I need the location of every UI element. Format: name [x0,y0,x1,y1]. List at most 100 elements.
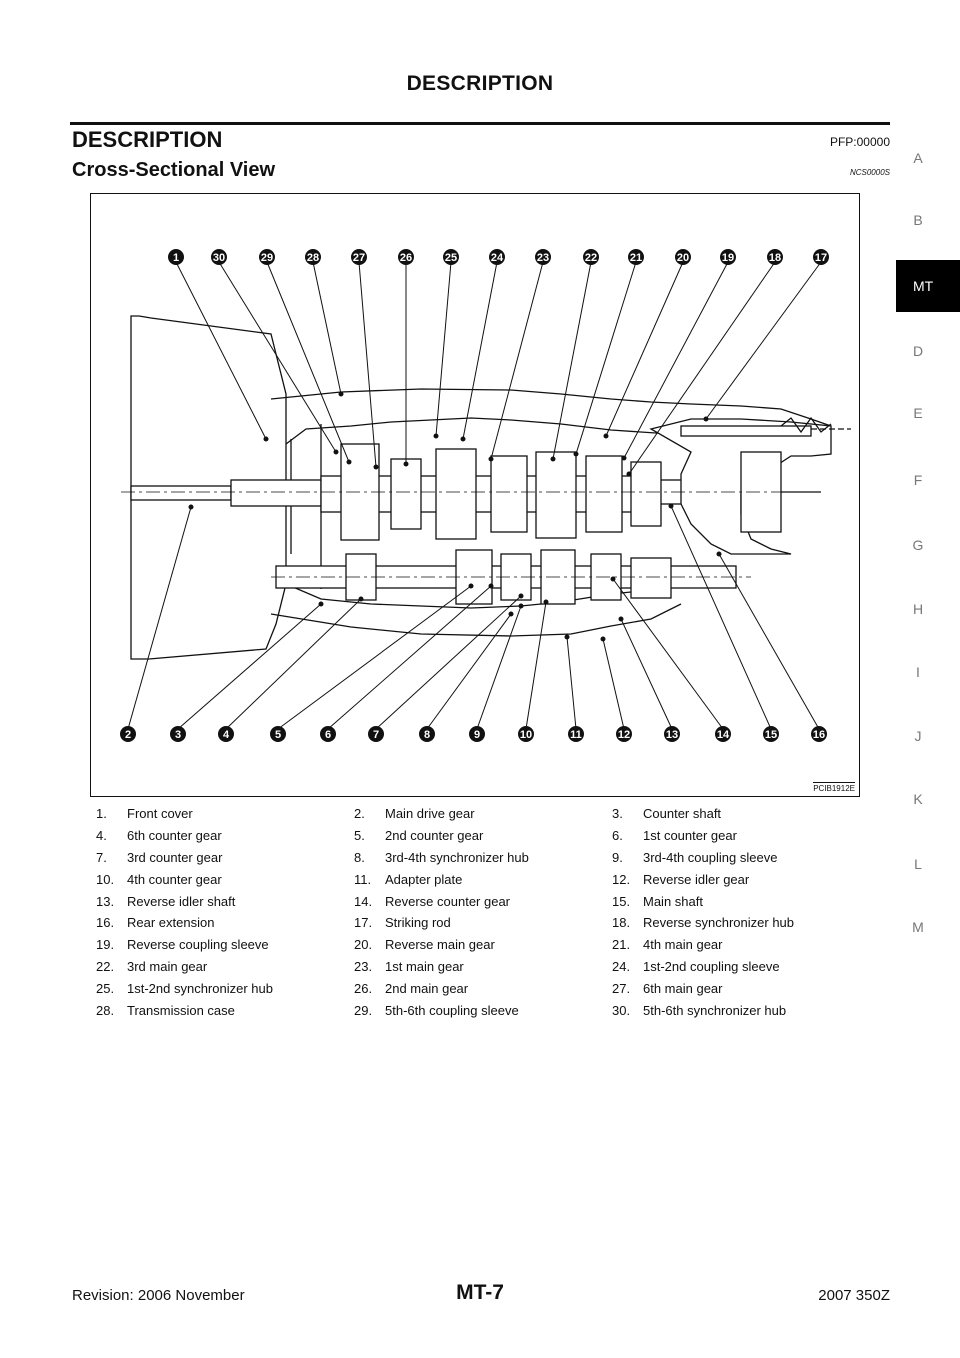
legend-number: 11. [354,871,372,887]
legend-label: 4th main gear [643,937,723,953]
callout-3: 3 [175,729,181,741]
legend-number: 3. [612,806,623,821]
legend-number: 27. [612,981,631,997]
sidebar-tab-h[interactable]: H [912,601,924,617]
legend-label: 1st main gear [385,959,464,975]
legend-label: 4th counter gear [127,871,222,887]
legend-label: 3rd-4th synchronizer hub [385,849,529,865]
parts-legend: 1.Front cover 2.Main drive gear 3.Counte… [96,803,876,1022]
legend-number: 22. [96,959,115,975]
legend-number: 13. [96,893,115,909]
bottom-callouts: 2 3 4 5 6 7 8 9 10 11 12 13 14 15 16 [120,726,827,742]
legend-item: 27.6th main gear [612,978,876,1000]
callout-27: 27 [353,252,365,264]
legend-label: Striking rod [385,915,451,931]
legend-label: Adapter plate [385,871,463,887]
callout-30: 30 [213,252,225,264]
legend-item: 3. Counter shaft [612,803,876,825]
legend-label: 3rd main gear [127,959,208,975]
legend-label: 1st-2nd synchronizer hub [127,981,273,997]
legend-number: 28. [96,1003,115,1019]
callout-28: 28 [307,252,319,264]
legend-label: Reverse main gear [385,937,495,953]
legend-item: 21. 4th main gear [612,934,876,956]
legend-item: 19. Reverse coupling sleeve [96,934,354,956]
legend-item: 12. Reverse idler gear [612,869,876,891]
legend-number: 4. [96,827,107,843]
legend-item: 25. 1st-2nd synchronizer hub [96,978,354,1000]
legend-item: 13.Reverse idler shaft [96,891,354,913]
legend-item: 15.Main shaft [612,891,876,913]
legend-label: Counter shaft [643,806,722,821]
callout-22: 22 [585,252,597,264]
sidebar-tab-m[interactable]: M [912,919,924,935]
legend-label: Transmission case [127,1003,235,1019]
sidebar-tab-g[interactable]: G [912,537,924,553]
legend-label: 5th-6th coupling sleeve [385,1003,519,1019]
legend-number: 20. [354,937,373,953]
legend-label: 2nd counter gear [385,827,484,843]
legend-item: 29. 5th-6th coupling sleeve [354,1000,612,1022]
footer-page-number: MT-7 [456,1281,504,1304]
legend-label: 5th-6th synchronizer hub [643,1003,787,1019]
sidebar-tab-e[interactable]: E [913,405,923,421]
legend-number: 23. [354,959,373,975]
section-index-sidebar: A B MT D E F G H I J K L M [896,0,960,1358]
legend-number: 25. [96,981,115,997]
legend-number: 26. [354,981,373,997]
legend-number: 29. [354,1003,373,1019]
legend-label: 3rd-4th coupling sleeve [643,849,778,865]
callout-6: 6 [325,729,331,741]
legend-number: 12. [612,871,631,887]
sidebar-tab-l[interactable]: L [914,856,922,872]
callout-24: 24 [491,252,504,264]
sidebar-tab-a[interactable]: A [913,150,923,166]
sidebar-tab-i[interactable]: I [916,664,920,680]
callout-2: 2 [125,729,131,741]
legend-item: 11. Adapter plate [354,869,612,891]
legend-item: 2.Main drive gear [354,803,612,825]
sidebar-tab-d[interactable]: D [912,343,924,359]
legend-item: 30. 5th-6th synchronizer hub [612,1000,876,1022]
legend-label: Reverse idler gear [643,871,750,887]
legend-number: 14. [354,893,373,909]
subsection-code: NCS0000S [849,168,890,177]
sidebar-tab-b[interactable]: B [913,212,923,228]
figure-code: PCIB1912E [813,782,855,793]
callout-7: 7 [373,729,379,741]
legend-number: 21. [612,937,631,953]
legend-item: 20. Reverse main gear [354,934,612,956]
sidebar-tab-mt-active[interactable]: MT [896,260,960,312]
sidebar-tab-j[interactable]: J [914,728,922,744]
legend-number: 24. [612,959,631,975]
callout-18: 18 [769,252,781,264]
sidebar-tab-f[interactable]: F [913,472,923,488]
callout-23: 23 [537,252,549,264]
transmission-cross-section-drawing: 1 30 29 28 27 26 25 24 23 22 21 20 19 18… [120,249,851,742]
legend-item: 4.6th counter gear [96,825,354,847]
legend-item: 8.3rd-4th synchronizer hub [354,847,612,869]
legend-item: 10. 4th counter gear [96,869,354,891]
legend-item: 14.Reverse counter gear [354,891,612,913]
legend-item: 6.1st counter gear [612,825,876,847]
legend-number: 19. [96,937,115,953]
header-rule [70,122,890,125]
running-header-title: DESCRIPTION [406,72,554,95]
callout-4: 4 [223,729,230,741]
callout-16: 16 [813,729,825,741]
legend-number: 30. [612,1003,631,1019]
legend-label: 2nd main gear [385,981,469,997]
legend-item: 5.2nd counter gear [354,825,612,847]
legend-label: Reverse synchronizer hub [643,915,795,931]
legend-item: 24.1st-2nd coupling sleeve [612,956,876,978]
callout-13: 13 [666,729,678,741]
legend-label: Reverse coupling sleeve [127,937,269,953]
footer-revision: Revision: 2006 November [72,1287,245,1304]
sidebar-tab-k[interactable]: K [913,791,923,807]
callout-29: 29 [261,252,273,264]
callout-15: 15 [765,729,777,741]
subsection-title: Cross-Sectional View [72,159,276,181]
legend-number: 10. [96,871,115,887]
legend-item: 26. 2nd main gear [354,978,612,1000]
legend-number: 7. [96,849,107,865]
